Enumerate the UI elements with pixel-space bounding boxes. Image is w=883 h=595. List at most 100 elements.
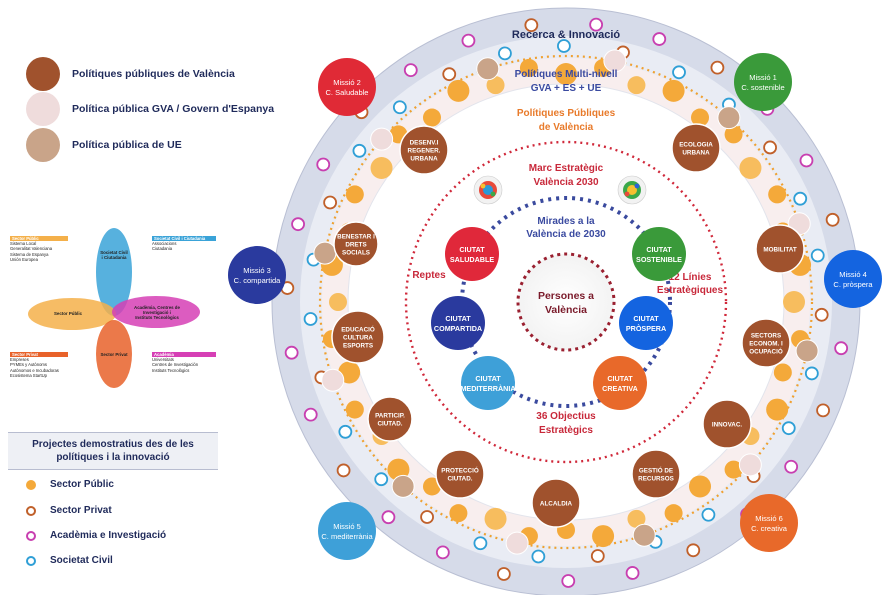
marc-title-2: València 2030: [533, 177, 598, 188]
project-marker-icon: [392, 100, 407, 115]
mission-badge[interactable]: Missió 5C. mediterrània: [318, 502, 376, 560]
project-marker-icon: [763, 140, 777, 155]
policy-area[interactable]: MOBILITAT: [755, 224, 805, 274]
venn-box-header: Sector Públic: [10, 236, 68, 242]
policy-bubble-icon: [505, 531, 529, 555]
project-marker-icon: [303, 407, 318, 422]
project-marker-icon: [589, 17, 604, 32]
mission-label: C. compartida: [234, 276, 282, 285]
venn-box-line: Empreses: [10, 357, 29, 363]
venn-box-header: Sector Privat: [10, 352, 68, 358]
project-marker-icon: [291, 217, 305, 232]
mission-label: Missió 2: [333, 78, 361, 87]
policy-bubble-icon: [603, 49, 627, 73]
project-marker-icon: [804, 366, 819, 381]
policy-bubble-icon: [391, 474, 415, 498]
project-marker-icon: [323, 195, 338, 210]
venn-box-line: Universitats: [152, 357, 174, 363]
linies-label-1: 12 Línies: [669, 272, 712, 283]
mission-label: Missió 3: [243, 266, 271, 275]
project-bubble-icon: [484, 507, 507, 530]
venn-label-civil: Societat Civil i Ciutadania: [100, 250, 128, 260]
policy-area-label: URBANA: [410, 156, 438, 163]
multi-level-title-1: Polítiques Multi-nivell: [515, 69, 618, 80]
project-marker-icon: [461, 33, 476, 48]
reptes-label: Reptes: [412, 270, 446, 281]
policy-bubble-icon: [738, 453, 762, 477]
venn-box-line: Sistema de Espanya: [10, 251, 49, 257]
legend-label: Polítiques públiques de València: [72, 68, 235, 80]
mirades-title-1: Mirades a la: [537, 216, 595, 227]
project-item-civil: Societat Civil: [26, 555, 113, 566]
mission-badge[interactable]: Missió 3C. compartida: [228, 246, 286, 304]
venn-box-line: PYMEs y Autònoms: [10, 362, 48, 368]
policy-area-label: CIUTAD.: [377, 421, 402, 428]
mission-badge[interactable]: Missió 1C. sostenible: [734, 53, 792, 111]
project-marker-icon: [473, 536, 488, 551]
project-bubble-icon: [783, 291, 805, 313]
venn-box-header: Acadèmia: [152, 352, 216, 358]
ciutat-label: CIUTAT: [633, 314, 659, 323]
ring-icon: [26, 530, 36, 541]
policy-area-label: ALCALDIA: [540, 501, 573, 508]
mission-label: C. pròspera: [833, 280, 873, 289]
project-marker-icon: [686, 543, 701, 558]
ciutat-label: SOSTENIBLE: [636, 255, 682, 264]
project-bubble-icon: [627, 509, 646, 528]
venn-box-header: Societat Civil i Ciutadania: [152, 236, 216, 242]
policy-area-label: SECTORS: [751, 333, 781, 340]
project-marker-icon: [625, 566, 640, 580]
multi-level-title-2: GVA + ES + UE: [531, 83, 602, 94]
mission-label: Missió 5: [333, 522, 361, 531]
project-marker-icon: [816, 403, 830, 418]
policy-area[interactable]: INNOVAC.: [702, 399, 752, 449]
project-bubble-icon: [664, 504, 683, 523]
mission-badge[interactable]: Missió 6C. creativa: [740, 494, 798, 552]
project-marker-icon: [336, 463, 351, 478]
policy-bubble-icon: [476, 57, 500, 81]
policy-area[interactable]: ALCALDIA: [531, 478, 581, 528]
policy-area[interactable]: PARTICIP.CIUTAD.: [367, 396, 413, 442]
mission-badge[interactable]: Missió 2C. Saludable: [318, 58, 376, 116]
project-marker-icon: [781, 421, 796, 436]
ciutat-label: CIUTAT: [475, 374, 501, 383]
ciutat-label: CIUTAT: [445, 314, 471, 323]
venn-box-line: Instituts Tecnològics: [152, 367, 190, 373]
policy-area-label: SOCIALS: [342, 250, 370, 257]
project-bubble-icon: [422, 108, 441, 127]
policy-area-label: PARTICIP.: [375, 413, 405, 420]
mission-badge[interactable]: Missió 4C. pròspera: [824, 250, 882, 308]
projects-legend-header: Projectes demostratius des de les políti…: [8, 432, 218, 470]
project-bubble-icon: [691, 108, 710, 127]
project-bubble-icon: [739, 156, 762, 179]
policy-area-label: PROTECCIÓ: [441, 466, 479, 475]
project-item-label: Sector Públic: [50, 479, 114, 490]
policy-area-label: URBANA: [682, 150, 710, 157]
mission-label: C. creativa: [751, 524, 788, 533]
project-marker-icon: [793, 191, 808, 206]
project-marker-icon: [834, 341, 849, 356]
project-marker-icon: [557, 39, 571, 53]
project-marker-icon: [531, 549, 546, 564]
center-title-2: València: [545, 304, 587, 316]
policy-bubble-icon: [795, 339, 819, 363]
venn-box-line: Centres de Investigación: [152, 362, 199, 368]
project-item-label: Societat Civil: [50, 555, 113, 566]
project-bubble-icon: [773, 363, 792, 382]
project-marker-icon: [374, 472, 389, 487]
policy-area-label: REGENER.: [408, 148, 441, 155]
